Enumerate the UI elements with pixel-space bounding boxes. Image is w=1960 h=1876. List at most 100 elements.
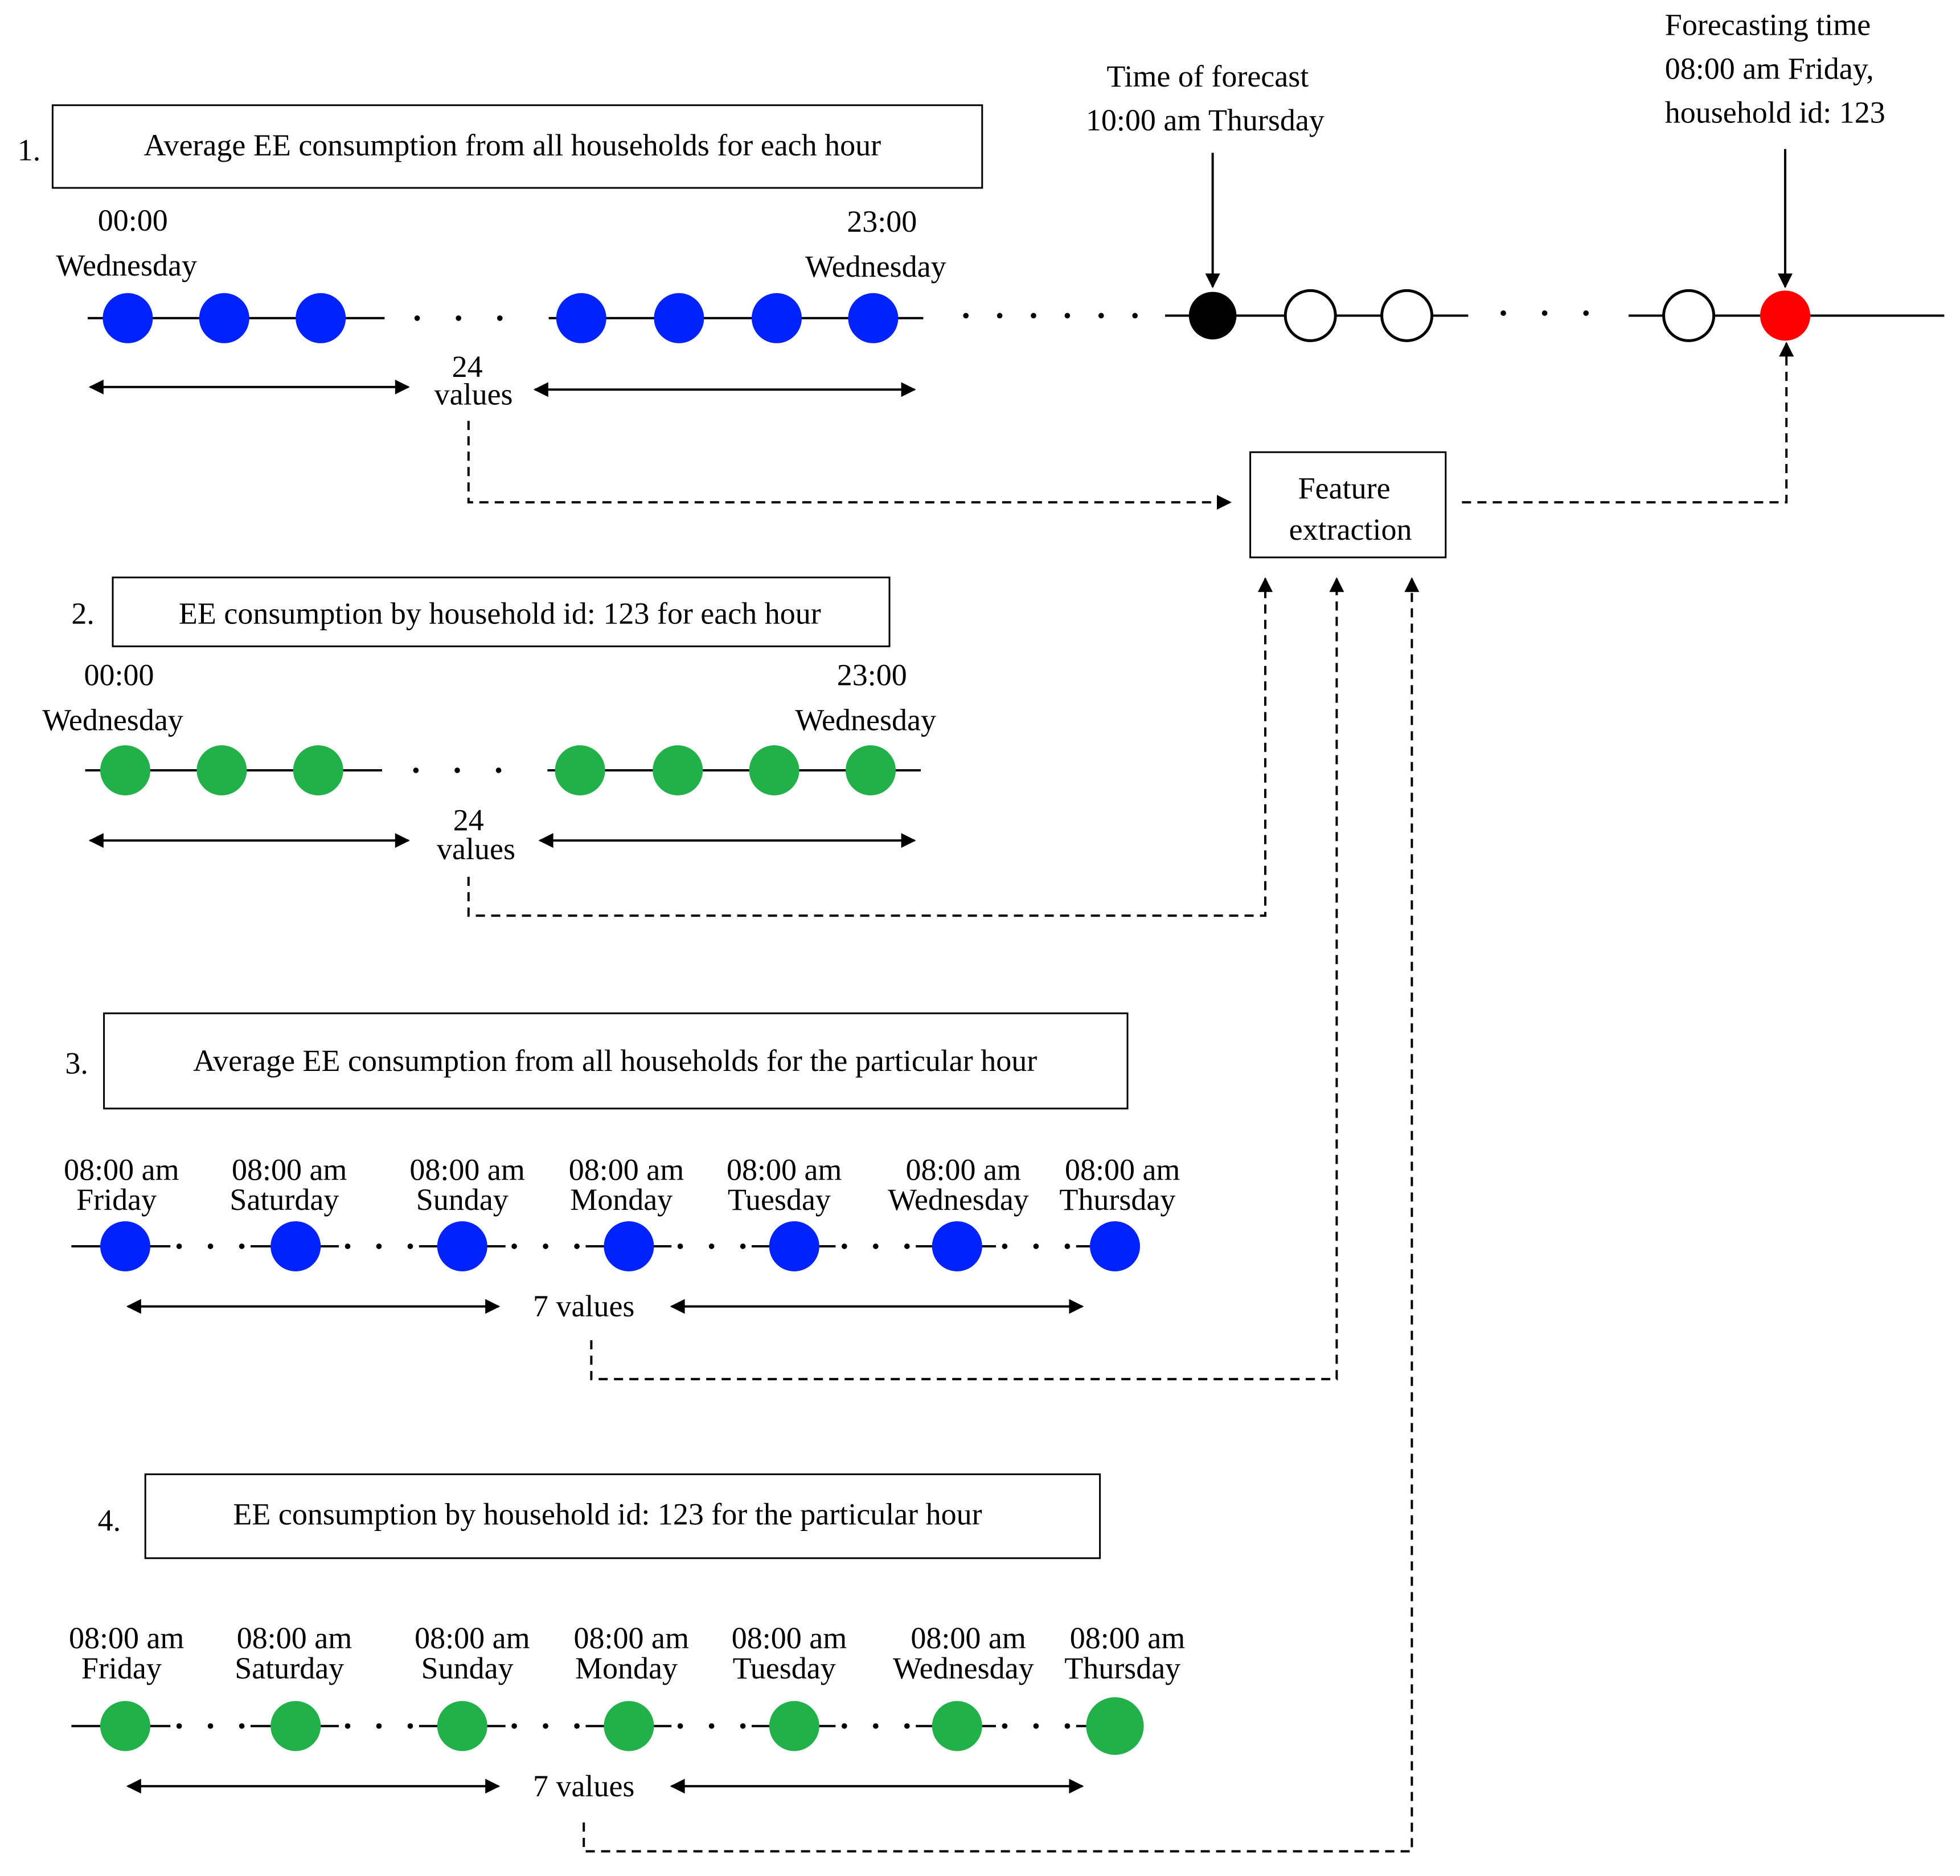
section-4-ellipsis-dot — [872, 1723, 879, 1729]
section-1-point-3 — [296, 293, 346, 343]
section-4-ellipsis-dot — [904, 1723, 910, 1729]
section-3-ellipsis-dot — [677, 1243, 683, 1249]
feature-extraction-box — [1249, 451, 1447, 559]
timeline-ellipsis-dot — [1031, 313, 1036, 319]
section-3-day-time-7: 08:00 am — [1065, 1152, 1180, 1187]
section-3-ellipsis-dot — [345, 1243, 351, 1249]
feature-to-target-connector — [1462, 342, 1794, 504]
section-4-point-5 — [769, 1701, 819, 1751]
section-2-start-time: 00:00 — [84, 658, 154, 692]
section-1-ellipsis-dot — [456, 315, 462, 321]
section-4-ellipsis-dot — [708, 1723, 715, 1729]
section-4-ellipsis-dot — [1064, 1723, 1071, 1729]
future-point-3 — [1662, 289, 1716, 342]
section-3-day-time-3: 08:00 am — [409, 1152, 524, 1187]
timeline-ellipsis-dot — [1098, 313, 1104, 319]
timeline-ellipsis-dot — [1132, 313, 1138, 319]
section-3-ellipsis-dot — [1033, 1243, 1039, 1249]
section-3-day-name-2: Saturday — [229, 1183, 339, 1217]
section-4-point-2 — [270, 1701, 321, 1751]
section-4-point-3 — [437, 1701, 487, 1751]
section-4-point-1 — [100, 1701, 150, 1751]
section-2-ellipsis-dot — [495, 767, 502, 773]
section-4-title: EE consumption by household id: 123 for … — [233, 1497, 982, 1531]
section-4-day-time-1: 08:00 am — [69, 1621, 184, 1655]
timeline-ellipsis-dot — [1541, 310, 1548, 316]
section-2-point-3 — [293, 745, 343, 795]
section-1-point-22 — [654, 293, 704, 343]
section-2-point-23 — [749, 745, 799, 795]
timeline-ellipsis-dot — [1583, 310, 1589, 316]
section-1-point-24 — [848, 293, 899, 343]
section-4-ellipsis-dot — [677, 1723, 683, 1729]
section-4-day-name-7: Thursday — [1064, 1651, 1180, 1685]
section-2-point-1 — [100, 745, 150, 795]
section-4-count-label: 7 values — [533, 1769, 634, 1803]
section-2-end-time: 23:00 — [837, 658, 907, 692]
forecast-time-point — [1188, 292, 1237, 340]
section-2-point-21 — [555, 745, 605, 795]
section-4-point-4 — [604, 1701, 654, 1751]
section-1-number: 1. — [18, 133, 41, 167]
section-3-day-name-7: Thursday — [1059, 1183, 1175, 1217]
section-2-end-day: Wednesday — [795, 703, 936, 737]
section-4-day-time-6: 08:00 am — [911, 1621, 1026, 1655]
section-3-ellipsis-dot — [407, 1243, 413, 1249]
section-4-ellipsis-dot — [841, 1723, 847, 1729]
section-1-point-23 — [752, 293, 802, 343]
section-2-ellipsis-dot — [413, 767, 419, 773]
section-4-day-name-2: Saturday — [235, 1651, 344, 1685]
section-3-point-7 — [1090, 1221, 1140, 1271]
feature-box-line1: Feature — [1298, 471, 1391, 506]
target-label-line2: 08:00 am Friday, — [1665, 52, 1874, 86]
section-4-ellipsis-dot — [1002, 1723, 1008, 1729]
section-4-day-time-7: 08:00 am — [1070, 1621, 1185, 1655]
section-2-title-box — [112, 576, 891, 647]
future-point-1 — [1284, 289, 1337, 342]
section-4-ellipsis-dot — [345, 1723, 351, 1729]
section-3-day-name-5: Tuesday — [728, 1183, 831, 1217]
section-3-ellipsis-dot — [841, 1243, 847, 1249]
section-1-end-day: Wednesday — [805, 249, 946, 284]
section-1-ellipsis-dot — [414, 315, 420, 321]
section-2-number: 2. — [71, 597, 94, 631]
section-4-ellipsis-dot — [239, 1723, 245, 1729]
section-3-ellipsis-dot — [708, 1243, 715, 1249]
section-3-day-time-5: 08:00 am — [727, 1152, 842, 1187]
section-3-day-time-2: 08:00 am — [232, 1152, 347, 1187]
section-3-point-6 — [932, 1221, 982, 1271]
section-2-point-2 — [196, 745, 247, 795]
section-2-ellipsis-dot — [454, 767, 460, 773]
section-4-point-7 — [1086, 1697, 1144, 1755]
target-point — [1760, 290, 1810, 341]
section-4-day-name-1: Friday — [81, 1651, 162, 1685]
section-1-point-2 — [199, 293, 249, 343]
section-3-day-time-1: 08:00 am — [64, 1152, 179, 1187]
timeline-ellipsis-dot — [1500, 310, 1506, 316]
section-2-to-feature-connector — [467, 577, 1273, 917]
section-3-ellipsis-dot — [376, 1243, 382, 1249]
section-3-day-name-3: Sunday — [416, 1183, 509, 1217]
section-1-count-unit: values — [434, 377, 513, 412]
section-4-ellipsis-dot — [207, 1723, 214, 1729]
section-3-ellipsis-dot — [872, 1243, 879, 1249]
section-4-ellipsis-dot — [511, 1723, 517, 1729]
section-4-day-name-6: Wednesday — [893, 1651, 1034, 1685]
section-4-ellipsis-dot — [740, 1723, 746, 1729]
section-3-ellipsis-dot — [740, 1243, 746, 1249]
section-4-point-6 — [932, 1701, 982, 1751]
section-4-title-box — [144, 1473, 1101, 1559]
future-point-2 — [1380, 289, 1434, 342]
section-1-start-time: 00:00 — [98, 203, 168, 237]
section-3-ellipsis-dot — [207, 1243, 214, 1249]
section-3-ellipsis-dot — [904, 1243, 910, 1249]
section-4-ellipsis-dot — [176, 1723, 182, 1729]
section-3-ellipsis-dot — [239, 1243, 245, 1249]
section-4-day-time-5: 08:00 am — [732, 1621, 847, 1655]
section-1-start-day: Wednesday — [56, 248, 197, 282]
section-2-start-day: Wednesday — [42, 703, 183, 737]
section-3-day-time-4: 08:00 am — [569, 1152, 684, 1187]
section-2-title: EE consumption by household id: 123 for … — [179, 597, 821, 631]
section-4-day-name-5: Tuesday — [733, 1651, 836, 1685]
